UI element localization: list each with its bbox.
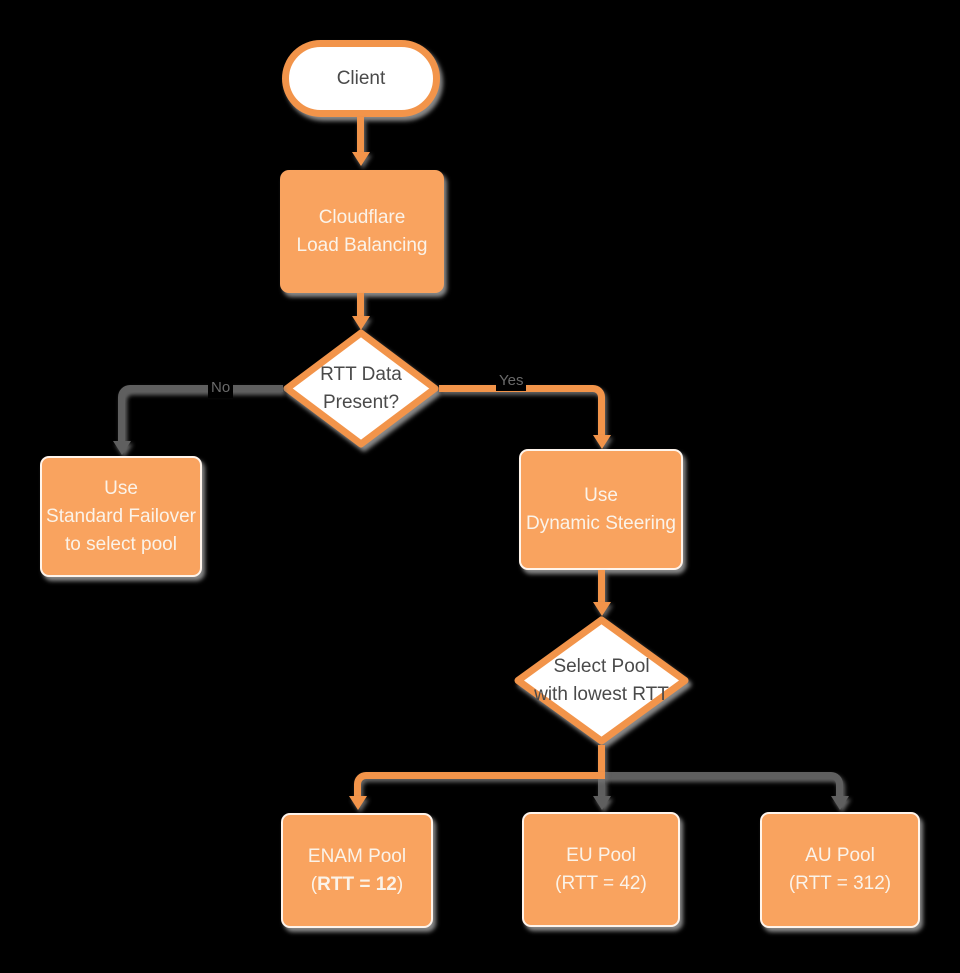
diamond-shape xyxy=(283,329,439,448)
dynamic-steering-node: Use Dynamic Steering xyxy=(519,449,683,570)
arrowhead-into-select xyxy=(593,602,611,616)
edge-select-to-au xyxy=(601,772,843,798)
select-pool-label-line1: Select Pool xyxy=(553,655,650,677)
edge-decision-yes xyxy=(439,385,605,435)
arrowhead-into-enam xyxy=(349,796,367,810)
arrowhead-into-eu xyxy=(593,796,611,810)
rtt-decision-label-line2: Present? xyxy=(322,391,400,413)
arrowhead-into-decision xyxy=(352,316,370,330)
edge-label-yes: Yes xyxy=(496,371,527,391)
edge-dynamic-to-select xyxy=(598,570,605,604)
au-pool-label-line2: (RTT = 312) xyxy=(788,873,892,894)
dynamic-steering-label-line2: Dynamic Steering xyxy=(526,512,676,534)
client-node: Client xyxy=(282,40,440,117)
enam-pool-rtt-line: (RTT = 12) xyxy=(310,873,404,895)
load-balancing-node: Cloudflare Load Balancing xyxy=(280,170,444,293)
arrowhead-into-lb xyxy=(352,152,370,166)
arrowhead-into-dynamic xyxy=(593,435,611,449)
load-balancing-label-line2: Load Balancing xyxy=(296,234,428,256)
edge-label-no: No xyxy=(208,378,234,398)
eu-pool-label-line2: (RTT = 42) xyxy=(555,872,647,894)
enam-pool-label-line1: ENAM Pool xyxy=(307,845,407,867)
standard-failover-label-line3: to select pool xyxy=(65,533,177,555)
edge-lb-to-decision xyxy=(357,293,364,318)
eu-pool-node: EU Pool (RTT = 42) xyxy=(522,812,680,927)
standard-failover-label-line1: Use xyxy=(104,477,138,499)
enam-rtt-value: RTT = 12 xyxy=(317,873,397,895)
au-pool-label-line1: AU Pool xyxy=(805,845,875,866)
diamond-shape xyxy=(514,616,689,745)
dynamic-steering-label-line1: Use xyxy=(584,484,618,506)
arrowhead-into-failover xyxy=(113,441,131,455)
client-label: Client xyxy=(336,67,386,89)
standard-failover-label-line2: Standard Failover xyxy=(46,505,196,527)
eu-pool-label-line1: EU Pool xyxy=(566,844,636,866)
select-pool-diamond: Select Pool with lowest RTT xyxy=(514,616,689,745)
arrowhead-into-au xyxy=(831,796,849,810)
rtt-decision-diamond: RTT Data Present? xyxy=(283,329,439,448)
edge-select-stem xyxy=(598,745,605,772)
select-pool-label-line2: with lowest RTT xyxy=(534,683,669,705)
edge-select-to-enam xyxy=(354,772,605,798)
standard-failover-node: Use Standard Failover to select pool xyxy=(40,456,202,577)
au-pool-node: AU Pool (RTT = 312) xyxy=(760,812,920,928)
edge-client-to-lb xyxy=(357,117,364,154)
edge-decision-no xyxy=(118,385,283,441)
load-balancing-label-line1: Cloudflare xyxy=(318,206,406,228)
enam-pool-node: ENAM Pool (RTT = 12) xyxy=(281,813,433,928)
rtt-decision-label-line1: RTT Data xyxy=(320,363,402,385)
